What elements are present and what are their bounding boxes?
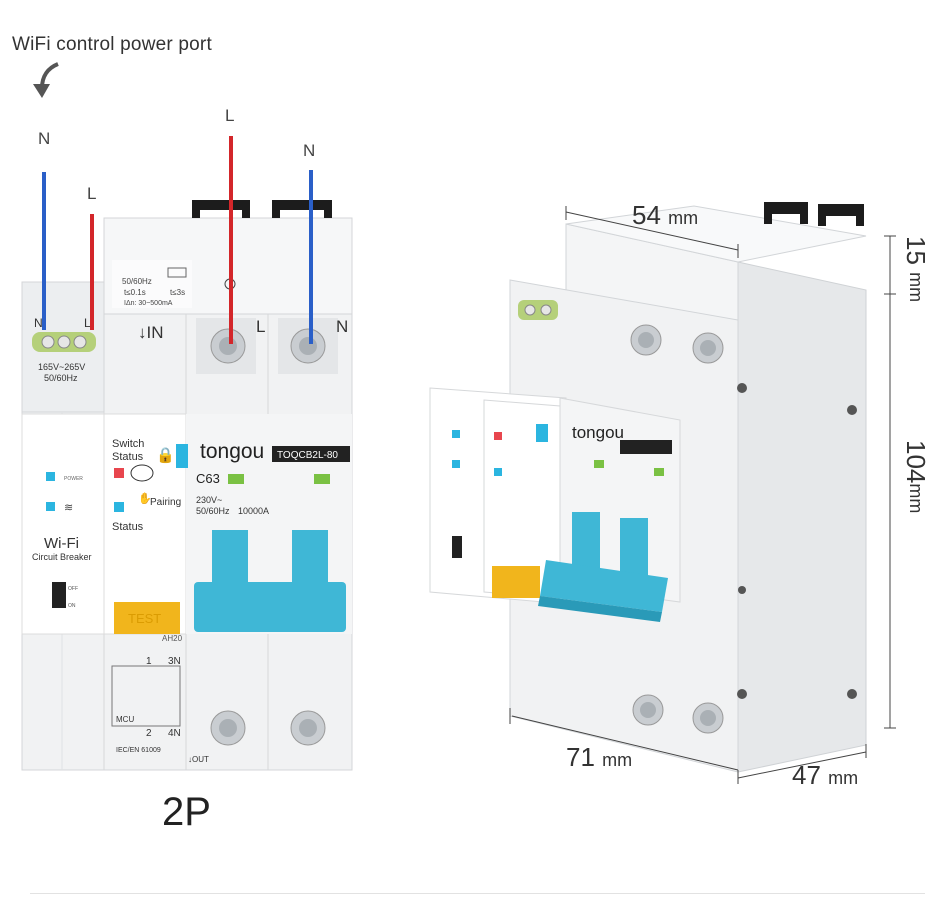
wifi-icon: ≋ bbox=[64, 502, 73, 514]
terminal-label-n: N bbox=[336, 317, 348, 336]
diagram-4n: 4N bbox=[168, 728, 181, 739]
in-label: ↓IN bbox=[138, 323, 164, 342]
status-indicator bbox=[114, 502, 124, 512]
model-label: 2P bbox=[162, 790, 211, 834]
wire-label-n-left: N bbox=[38, 129, 50, 148]
brand-logo: tongou bbox=[200, 440, 264, 463]
wifi-indicator bbox=[46, 502, 55, 511]
curved-arrow-icon bbox=[33, 62, 59, 98]
diagram-mcu: MCU bbox=[116, 715, 134, 724]
breaker-lever[interactable] bbox=[194, 582, 346, 632]
diagram-3n: 3N bbox=[168, 656, 181, 667]
terminal-label-l: L bbox=[256, 317, 265, 336]
on-label: ON bbox=[68, 603, 76, 609]
contact-indicator-1 bbox=[228, 474, 244, 484]
power-label: POWER bbox=[64, 476, 83, 482]
divider-line bbox=[30, 893, 925, 894]
rating-text-t2: t≤3s bbox=[170, 288, 185, 297]
port-label-n: N bbox=[34, 316, 43, 330]
voltage-label: 165V~265V bbox=[38, 362, 85, 372]
freq-label: 50/60Hz bbox=[44, 373, 78, 383]
wire-label-l-left: L bbox=[87, 184, 96, 203]
rating-text-ian: IΔn: 30~500mA bbox=[124, 300, 173, 307]
wire-label-n-top: N bbox=[303, 141, 315, 160]
spec-freq: 50/60Hz bbox=[196, 506, 230, 516]
onoff-switch[interactable] bbox=[52, 582, 66, 608]
contact-indicator-2 bbox=[314, 474, 330, 484]
rating-text-t1: t≤0.1s bbox=[124, 288, 146, 297]
curve-label: C63 bbox=[196, 471, 220, 486]
switch-status-label-2: Status bbox=[112, 451, 144, 463]
off-label: OFF bbox=[68, 586, 78, 592]
dim-height-main: 104mm bbox=[901, 440, 931, 514]
dim-height-top: 15 mm bbox=[901, 236, 931, 303]
rating-text-50-60hz: 50/60Hz bbox=[122, 277, 152, 286]
spec-voltage: 230V~ bbox=[196, 495, 222, 505]
wifi-subtitle: Circuit Breaker bbox=[32, 552, 92, 562]
lock-icon: 🔒 bbox=[156, 447, 175, 464]
svg-text:tongou: tongou bbox=[572, 423, 624, 442]
pairing-button[interactable] bbox=[130, 464, 154, 482]
dim-depth: 47 mm bbox=[792, 760, 859, 790]
test-label: TEST bbox=[128, 611, 161, 626]
pairing-label: Pairing bbox=[150, 497, 181, 508]
diagram-1: 1 bbox=[146, 656, 152, 667]
dim-width-top: 54 mm bbox=[632, 200, 699, 230]
port-label-l: L bbox=[84, 316, 91, 330]
test-button[interactable] bbox=[114, 602, 180, 634]
hand-icon: ✋ bbox=[138, 492, 152, 505]
caption: WiFi control power port bbox=[12, 34, 212, 55]
ah-label: AH20 bbox=[162, 634, 183, 643]
spec-breaking: 10000A bbox=[238, 506, 269, 516]
wifi-title: Wi-Fi bbox=[44, 535, 79, 552]
model-label-badge: TOQCB2L-80 bbox=[277, 450, 338, 461]
status-label: Status bbox=[112, 521, 144, 533]
diagram-2: 2 bbox=[146, 728, 152, 739]
switch-status-label: Switch bbox=[112, 438, 144, 450]
power-indicator bbox=[46, 472, 55, 481]
switch-status-indicator bbox=[114, 468, 124, 478]
dim-width-bottom: 71 mm bbox=[566, 742, 633, 772]
wire-label-l-top: L bbox=[225, 106, 234, 125]
standard-label: IEC/EN 61009 bbox=[116, 747, 161, 754]
out-label: ↓OUT bbox=[188, 755, 209, 764]
